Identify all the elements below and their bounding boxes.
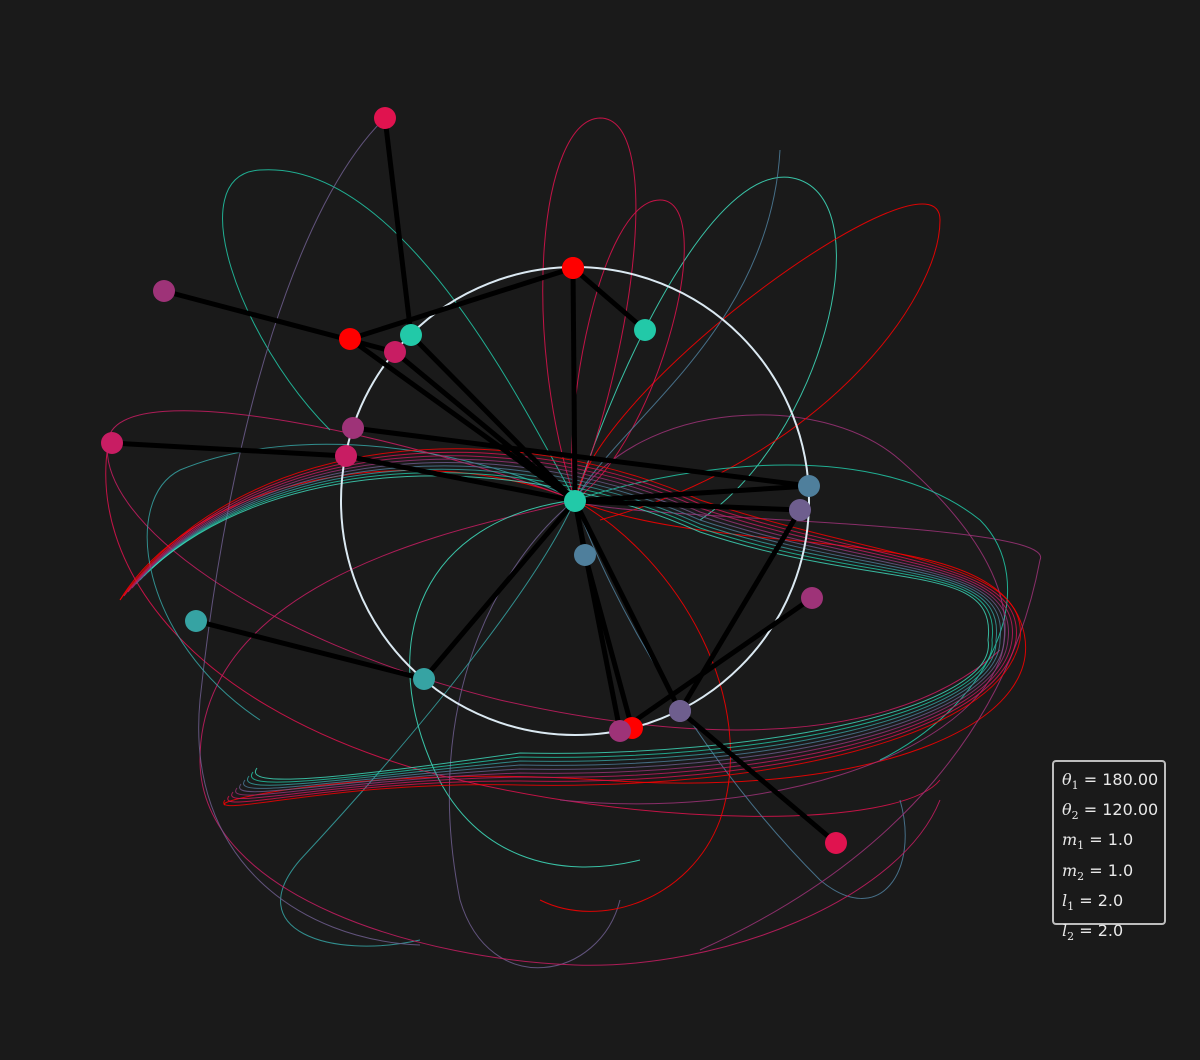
trail-bundle-line: [143, 468, 997, 786]
rod-lower: [618, 595, 814, 734]
param-m1: m1 = 1.0: [1062, 830, 1134, 853]
rod-lower: [111, 440, 347, 459]
rod-upper: [572, 500, 623, 732]
rod-upper: [393, 350, 577, 503]
trail-line: [574, 149, 781, 501]
trail-line: [146, 443, 576, 721]
trail-bundle-line: [123, 451, 1017, 803]
rod-upper: [574, 498, 801, 513]
trail-line: [198, 117, 421, 946]
bob-outer: [801, 587, 823, 609]
trail-bundle-line: [139, 465, 1001, 789]
trail-bundle-line: [131, 458, 1009, 796]
rod-lower: [349, 265, 574, 342]
trail-line: [574, 176, 837, 521]
bob-outer: [153, 280, 175, 302]
bob-outer: [562, 257, 584, 279]
trail-line: [542, 117, 637, 501]
bob-inner: [384, 341, 406, 363]
trail-line: [105, 444, 941, 817]
trail-bundle-line: [119, 448, 1021, 807]
bob-inner: [400, 324, 422, 346]
param-l1-value: 2.0: [1097, 890, 1124, 910]
bob-inner: [335, 445, 357, 467]
rod-upper: [574, 483, 810, 504]
param-m2-value: 1.0: [1107, 860, 1134, 880]
bob-outer: [634, 319, 656, 341]
trail-line: [574, 499, 906, 899]
param-theta1-value: 180.00: [1102, 770, 1159, 789]
trail-line: [571, 199, 685, 501]
bob-inner: [798, 475, 820, 497]
trail-line: [409, 499, 641, 868]
trail-line: [574, 203, 941, 521]
bob-outer: [825, 832, 847, 854]
param-m2: m2 = 1.0: [1062, 860, 1134, 883]
rod-upper: [422, 499, 577, 681]
rod-lower: [195, 618, 425, 682]
bob-outer: [342, 417, 364, 439]
rod-upper: [348, 336, 577, 504]
rod-lower: [571, 266, 647, 332]
rod-lower: [678, 709, 838, 845]
trail-line: [539, 499, 731, 912]
rod-lower: [382, 117, 414, 336]
param-theta2: θ2 = 120.00: [1062, 800, 1159, 823]
trail-line: [559, 414, 1006, 805]
pendulum-rods: [111, 117, 838, 845]
bob-outer: [101, 432, 123, 454]
bob-inner: [789, 499, 811, 521]
bob-inner: [669, 700, 691, 722]
pendulum-trails: [105, 117, 1041, 968]
rod-lower: [352, 425, 810, 489]
pendulum-bobs: [101, 107, 847, 854]
trail-bundle-line: [127, 455, 1013, 799]
trail-line: [199, 499, 941, 966]
bob-inner: [339, 328, 361, 350]
rod-upper: [345, 453, 576, 504]
rod-upper: [409, 333, 577, 503]
param-l2: l2 = 2.0: [1062, 920, 1124, 944]
param-m1-value: 1.0: [1107, 830, 1134, 850]
bob-inner: [574, 544, 596, 566]
parameter-legend: θ1 = 180.00 θ2 = 120.00 m1 = 1.0 m2 = 1.…: [1052, 760, 1166, 943]
param-theta1: θ1 = 180.00: [1062, 770, 1159, 793]
trail-line: [222, 169, 576, 501]
trail-bundle-line: [147, 472, 994, 783]
param-theta2-value: 120.00: [1102, 800, 1159, 820]
pivot-point: [564, 490, 586, 512]
rod-upper: [572, 499, 683, 713]
trail-bundle-line: [135, 462, 1005, 793]
bob-outer: [185, 610, 207, 632]
trail-line: [574, 499, 1041, 951]
trail-line: [106, 410, 1001, 731]
trail-line: [448, 499, 621, 968]
trail-line: [280, 499, 576, 947]
param-l1: l1 = 2.0: [1062, 890, 1124, 913]
bob-outer: [374, 107, 396, 129]
param-l2-value: 2.0: [1097, 920, 1124, 940]
rod-upper: [570, 267, 578, 502]
bob-inner: [413, 668, 435, 690]
bob-inner: [609, 720, 631, 742]
